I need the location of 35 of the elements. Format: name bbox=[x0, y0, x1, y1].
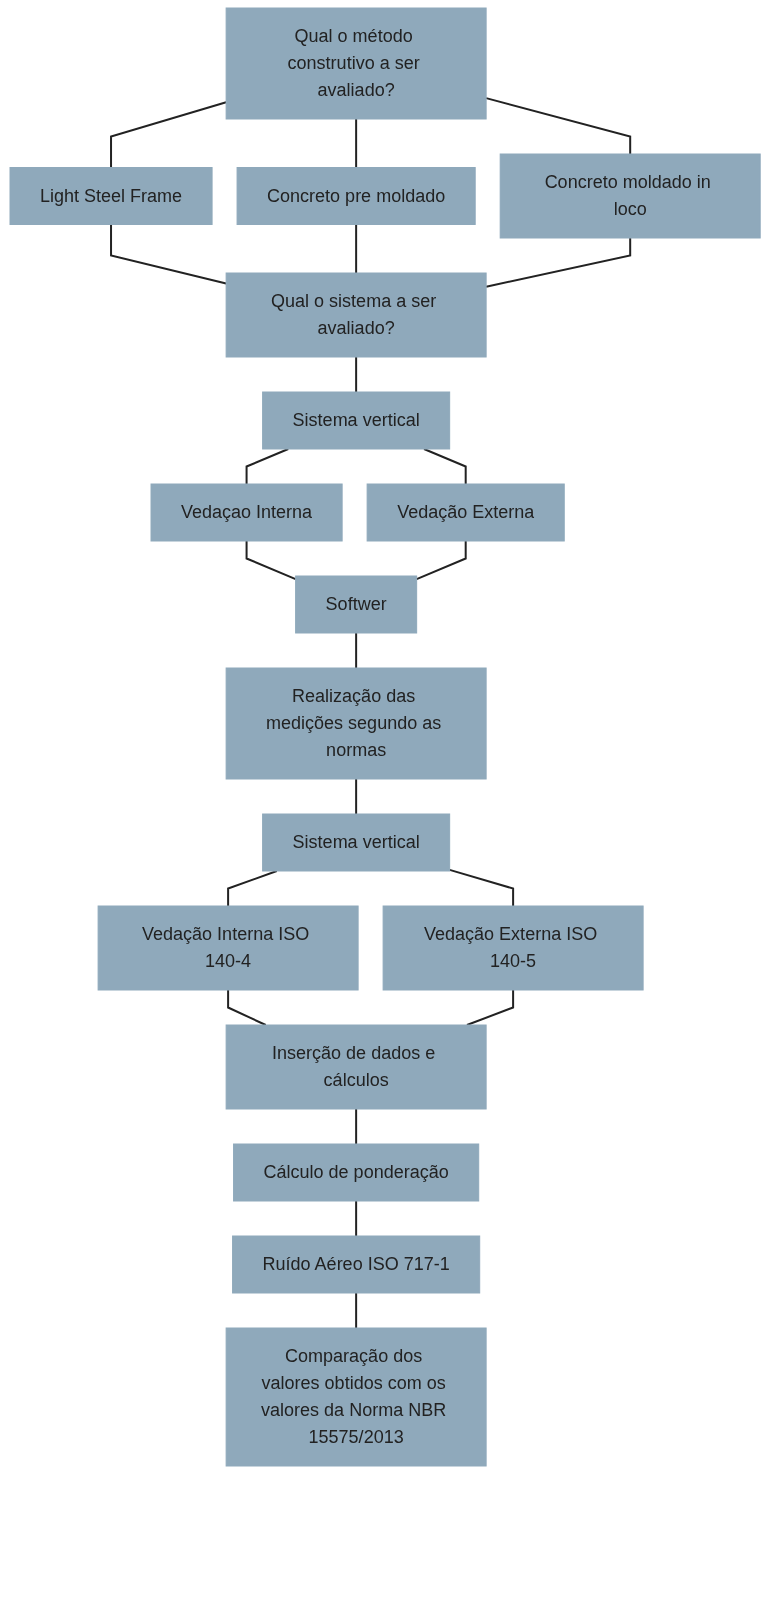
connector bbox=[355, 223, 358, 274]
node-box: Vedação Externa bbox=[367, 483, 566, 542]
node-box: Realização das medições segundo as normas bbox=[226, 667, 488, 780]
connector bbox=[355, 632, 358, 669]
connector bbox=[416, 540, 468, 581]
node-box: Concreto pre moldado bbox=[237, 167, 477, 225]
connector bbox=[423, 448, 468, 485]
connector bbox=[227, 989, 268, 1026]
node-box: Softwer bbox=[295, 575, 418, 634]
connector bbox=[110, 101, 228, 169]
node-box: Vedação Interna ISO 140-4 bbox=[98, 905, 359, 991]
connector bbox=[355, 356, 358, 393]
node-box: Sistema vertical bbox=[262, 813, 451, 872]
connector bbox=[355, 118, 358, 169]
connector bbox=[485, 237, 632, 288]
connector bbox=[355, 1108, 358, 1145]
connector bbox=[246, 540, 297, 581]
node-box: Vedaçao Interna bbox=[150, 483, 344, 542]
node-box: Light Steel Frame bbox=[9, 167, 213, 225]
connector bbox=[110, 223, 228, 285]
node-box: Comparação dos valores obtidos com os valores da Norma NBR 15575/2013 bbox=[226, 1327, 488, 1467]
connector bbox=[449, 868, 515, 907]
node-box: Sistema vertical bbox=[262, 391, 451, 450]
node-box: Concreto moldado in loco bbox=[500, 153, 762, 239]
node-box: Qual o método construtivo a ser avaliado? bbox=[226, 7, 488, 120]
node-box: Ruído Aéreo ISO 717-1 bbox=[232, 1235, 481, 1294]
node-box: Cálculo de ponderação bbox=[233, 1143, 480, 1202]
node-box: Qual o sistema a ser avaliado? bbox=[226, 272, 488, 358]
connector bbox=[355, 1200, 358, 1237]
connector bbox=[355, 1292, 358, 1329]
node-box: Inserção de dados e cálculos bbox=[226, 1024, 488, 1110]
node-box: Vedação Externa ISO 140-5 bbox=[383, 905, 644, 991]
connector bbox=[355, 778, 358, 815]
connector bbox=[485, 97, 632, 155]
connector bbox=[466, 989, 515, 1026]
